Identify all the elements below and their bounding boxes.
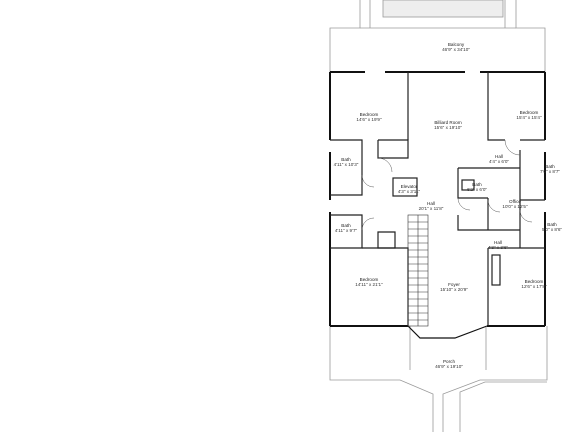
hall-south-label: Hall <box>494 240 502 245</box>
hall-center-label: Hall <box>427 201 435 206</box>
hall-center-dims: 20'1" x 11'8" <box>418 206 444 211</box>
bath-mid-dims: 6'2" x 6'0" <box>466 187 488 192</box>
bedroom-ne-dims: 15'4" x 15'4" <box>516 115 542 120</box>
balcony-label: Balcony <box>447 42 465 47</box>
bedroom-sw-dims: 14'11" x 21'1" <box>355 282 383 287</box>
bath-w2-label: Bath <box>341 223 351 228</box>
bedroom-se-label: Bedroom <box>524 279 544 284</box>
interior-walls <box>330 72 545 326</box>
bath-e1-label: Bath <box>545 164 555 169</box>
bath-e2-dims: 5'0" x 8'6" <box>541 227 563 232</box>
bedroom-sw-label: Bedroom <box>359 277 379 282</box>
bath-e2-label: Bath <box>547 222 557 227</box>
office-dims: 10'0" x 12'5" <box>502 204 528 209</box>
door-swings <box>361 139 533 231</box>
porch-label: Porch <box>442 359 456 364</box>
bath-e1-dims: 7'0" x 8'7" <box>539 169 561 174</box>
balcony-dims: 46'9" x 34'10" <box>442 47 470 52</box>
porch-outline <box>329 326 548 432</box>
staircase <box>407 214 429 327</box>
billiard-room-label: Billiard Room <box>434 120 462 125</box>
hall-north-dims: 4'4" x 6'0" <box>488 159 510 164</box>
billiard-room-dims: 15'6" x 19'10" <box>434 125 462 130</box>
exterior-walls <box>329 71 546 339</box>
hall-north-label: Hall <box>495 154 503 159</box>
elevator-dims: 4'3" x 3'11" <box>397 189 421 194</box>
office-label: Office <box>509 199 521 204</box>
balcony-outline <box>329 0 546 72</box>
bath-w1-label: Bath <box>341 157 351 162</box>
bath-mid-label: Bath <box>472 182 482 187</box>
hall-south-dims: 4'3" x 3'6" <box>487 245 509 250</box>
foyer-label: Foyer <box>448 282 460 287</box>
bedroom-se-dims: 12'6" x 17'8" <box>521 284 547 289</box>
porch-dims: 46'9" x 19'10" <box>435 364 463 369</box>
bath-w2-dims: 4'11" x 9'7" <box>334 228 358 233</box>
bedroom-nw-label: Bedroom <box>359 112 379 117</box>
bedroom-nw-dims: 14'6" x 19'9" <box>356 117 382 122</box>
foyer-dims: 15'10" x 20'9" <box>440 287 468 292</box>
bath-w1-dims: 4'11" x 10'3" <box>333 162 359 167</box>
elevator-label: Elevator <box>400 184 418 189</box>
bedroom-ne-label: Bedroom <box>519 110 539 115</box>
